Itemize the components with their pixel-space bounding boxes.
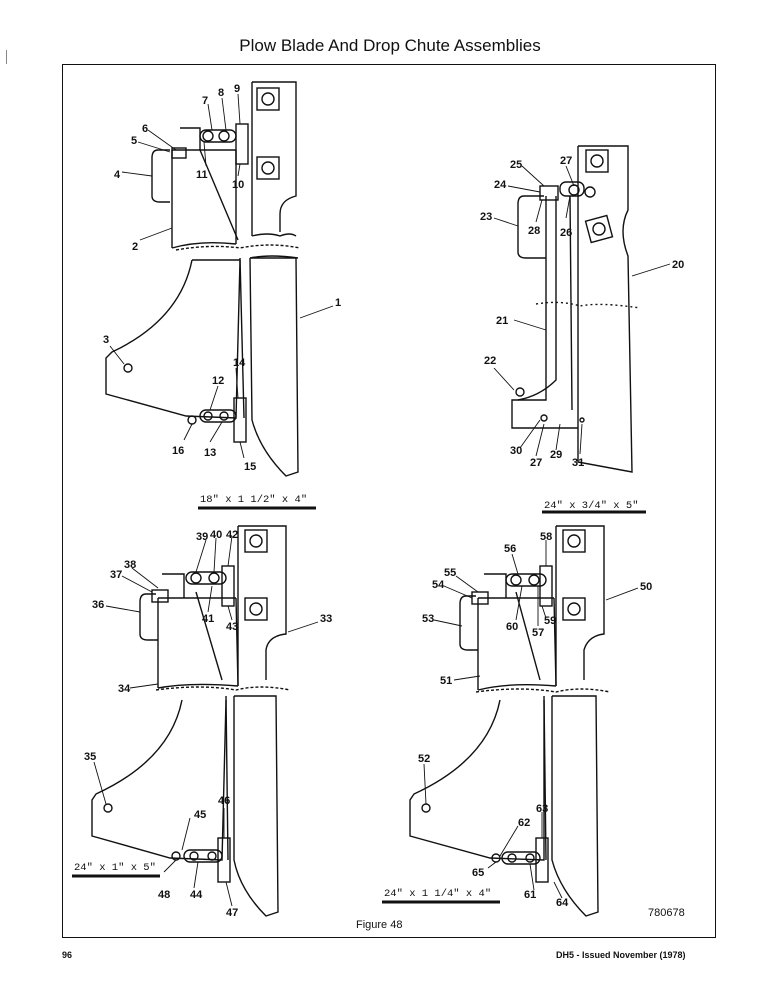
callout-56: 56 xyxy=(504,543,516,555)
callout-62: 62 xyxy=(518,817,530,829)
callout-63: 63 xyxy=(536,803,548,815)
page-number: 96 xyxy=(62,950,73,960)
callout-59: 59 xyxy=(544,615,556,627)
callout-45: 45 xyxy=(194,809,206,821)
callout-48: 48 xyxy=(158,889,170,901)
callout-14: 14 xyxy=(233,357,246,369)
dimension-top-right: 24" x 3/4" x 5" xyxy=(544,500,639,512)
callout-24: 24 xyxy=(494,179,507,191)
dimension-rules xyxy=(72,506,646,904)
callout-35: 35 xyxy=(84,751,96,763)
callout-42: 42 xyxy=(226,529,238,541)
callout-54: 54 xyxy=(432,579,445,591)
callout-34: 34 xyxy=(118,683,131,695)
callout-52: 52 xyxy=(418,753,430,765)
callout-33: 33 xyxy=(320,613,332,625)
figure-frame xyxy=(62,64,716,938)
callout-8: 8 xyxy=(218,87,224,99)
figure-code: 780678 xyxy=(648,907,685,919)
callout-36: 36 xyxy=(92,599,104,611)
callout-10: 10 xyxy=(232,179,244,191)
callout-4: 4 xyxy=(114,169,121,181)
callout-16: 16 xyxy=(172,445,184,457)
callout-5: 5 xyxy=(131,135,137,147)
footer-text: DH5 - Issued November (1978) xyxy=(556,950,686,960)
callout-64: 64 xyxy=(556,897,569,909)
margin-mark xyxy=(6,50,7,64)
callout-46: 46 xyxy=(218,795,230,807)
callout-25: 25 xyxy=(510,159,522,171)
dimension-top-left: 18" x 1 1/2" x 4" xyxy=(200,494,307,506)
callout-7: 7 xyxy=(202,95,208,107)
callout-13: 13 xyxy=(204,447,216,459)
callout-27-bottom: 27 xyxy=(530,457,542,469)
callout-31: 31 xyxy=(572,457,584,469)
callout-53: 53 xyxy=(422,613,434,625)
callout-58: 58 xyxy=(540,531,552,543)
callout-21: 21 xyxy=(496,315,508,327)
assembly-top-right xyxy=(511,145,641,473)
leader-lines xyxy=(93,93,671,907)
callout-40: 40 xyxy=(210,529,222,541)
callout-47: 47 xyxy=(226,907,238,919)
callout-57: 57 xyxy=(532,627,544,639)
callout-12: 12 xyxy=(212,375,224,387)
callout-22: 22 xyxy=(484,355,496,367)
figure-caption: Figure 48 xyxy=(356,919,402,931)
callout-15: 15 xyxy=(244,461,256,473)
callout-38: 38 xyxy=(124,559,136,571)
callout-29: 29 xyxy=(550,449,562,461)
dimension-bottom-right: 24" x 1 1/4" x 4" xyxy=(384,888,491,900)
callout-44: 44 xyxy=(190,889,203,901)
callout-51: 51 xyxy=(440,675,452,687)
callout-3: 3 xyxy=(103,334,109,346)
callout-26: 26 xyxy=(560,227,572,239)
callout-61: 61 xyxy=(524,889,536,901)
callout-30: 30 xyxy=(510,445,522,457)
callout-23: 23 xyxy=(480,211,492,223)
callout-28: 28 xyxy=(528,225,540,237)
callout-2: 2 xyxy=(132,241,138,253)
callout-55: 55 xyxy=(444,567,456,579)
callout-1: 1 xyxy=(335,297,341,309)
callout-50: 50 xyxy=(640,581,652,593)
assembly-top-left xyxy=(105,81,301,477)
callout-11: 11 xyxy=(196,169,208,181)
callout-60: 60 xyxy=(506,621,518,633)
callout-65: 65 xyxy=(472,867,484,879)
callout-39: 39 xyxy=(196,531,208,543)
callout-6: 6 xyxy=(142,123,148,135)
callout-27-top: 27 xyxy=(560,155,572,167)
assembly-bottom-left xyxy=(91,525,291,917)
callout-37: 37 xyxy=(110,569,122,581)
callout-41: 41 xyxy=(202,613,214,625)
callout-9: 9 xyxy=(234,83,240,95)
dimension-bottom-left: 24" x 1" x 5" xyxy=(74,862,156,874)
page-title: Plow Blade And Drop Chute Assemblies xyxy=(239,36,541,55)
callout-43: 43 xyxy=(226,621,238,633)
callout-20: 20 xyxy=(672,259,684,271)
